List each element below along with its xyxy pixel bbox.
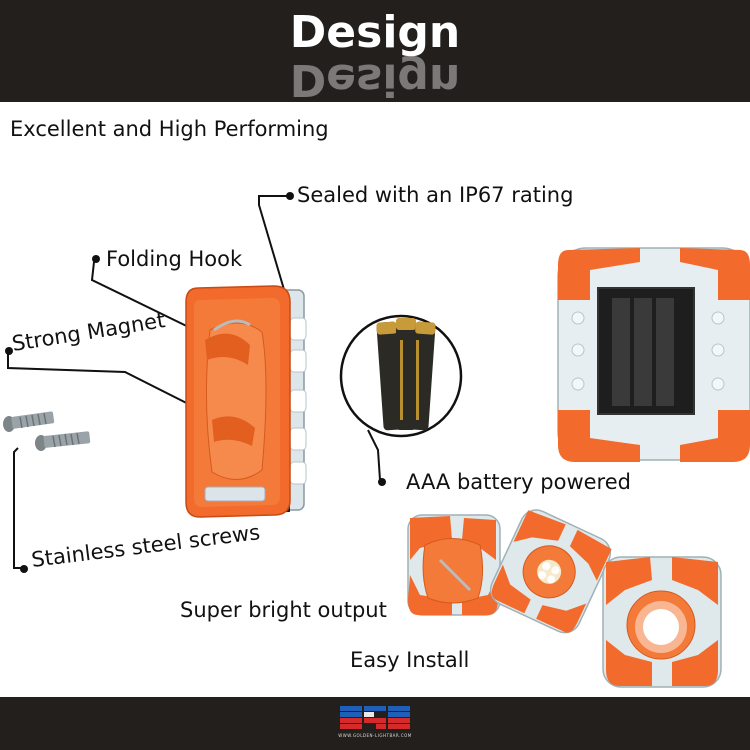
footer-bar — [0, 697, 750, 750]
beacon-back-view — [407, 514, 501, 616]
callout-super-bright: Super bright output — [180, 598, 387, 622]
callout-dots — [5, 192, 386, 573]
header-banner: Design Design — [0, 0, 750, 102]
callout-sealed: Sealed with an IP67 rating — [297, 183, 574, 207]
callout-easy-install: Easy Install — [350, 648, 470, 672]
logo-url: WWW.GOLDEN-LIGHTBAR.COM — [338, 733, 412, 738]
page-title: Design — [289, 7, 461, 58]
stainless-screws — [3, 411, 91, 451]
callout-folding-hook: Folding Hook — [106, 247, 243, 271]
callout-lines — [7, 195, 381, 569]
opened-beacon — [557, 247, 750, 462]
side-view-beacon — [185, 285, 307, 518]
subtitle: Excellent and High Performing — [10, 117, 329, 141]
beacon-tilted-view — [489, 509, 612, 634]
callout-battery: AAA battery powered — [406, 470, 631, 494]
beacon-lit-view — [602, 556, 722, 688]
logo-mark — [340, 706, 410, 729]
battery-inset — [339, 314, 463, 438]
